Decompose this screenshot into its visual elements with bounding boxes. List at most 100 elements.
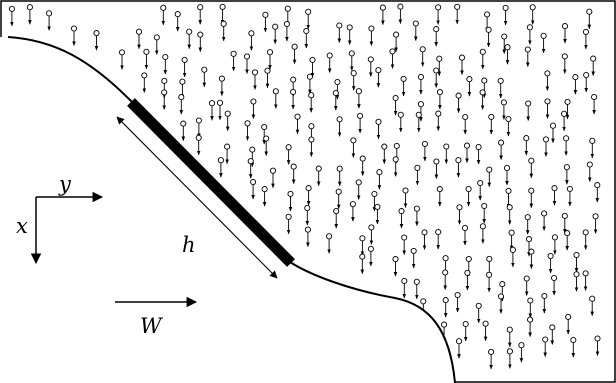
particle xyxy=(456,204,463,225)
particle-circle xyxy=(442,297,449,304)
particle-circle xyxy=(308,136,315,143)
particle xyxy=(454,291,461,313)
particle-circle xyxy=(326,233,333,240)
particle-circle xyxy=(398,208,405,215)
particle xyxy=(178,94,185,115)
particle-circle xyxy=(180,120,187,127)
particle-circle xyxy=(481,77,488,84)
particle-circle xyxy=(541,292,548,300)
particle-circle xyxy=(412,20,419,27)
particle-circle xyxy=(590,55,597,62)
particle xyxy=(333,208,340,229)
particle xyxy=(143,48,150,70)
particle xyxy=(421,229,428,250)
x-axis-label: x xyxy=(16,214,28,238)
particle xyxy=(570,336,577,358)
particle-circle xyxy=(304,204,311,212)
particle xyxy=(561,110,568,132)
particle-circle xyxy=(542,136,550,143)
particle xyxy=(458,54,466,76)
particle-circle xyxy=(502,4,509,11)
particle-circle xyxy=(376,169,383,176)
particle xyxy=(315,165,322,187)
particle-circle xyxy=(479,223,486,230)
particle xyxy=(413,278,420,300)
particle xyxy=(498,139,505,161)
particle xyxy=(290,88,297,110)
particle xyxy=(462,113,469,135)
particle-circle xyxy=(586,161,593,168)
particle xyxy=(481,77,488,99)
particle xyxy=(379,4,386,26)
particle xyxy=(475,143,482,165)
particle xyxy=(218,75,225,97)
particle-circle xyxy=(195,134,202,141)
particle-circle xyxy=(508,229,515,236)
particle xyxy=(508,229,515,251)
particle xyxy=(528,248,535,270)
particle xyxy=(481,202,488,224)
particle xyxy=(197,31,204,53)
particle-circle xyxy=(561,110,568,117)
particle xyxy=(285,213,292,235)
particle xyxy=(250,98,257,119)
particle-circle xyxy=(367,56,374,63)
particle xyxy=(528,157,535,179)
particle xyxy=(336,165,343,187)
particle-circle xyxy=(305,185,312,192)
particle xyxy=(583,71,590,93)
particle-circle xyxy=(186,28,193,35)
particle-circle xyxy=(524,46,531,53)
solid-region xyxy=(0,37,455,383)
particle xyxy=(463,142,471,164)
particle-circle xyxy=(287,190,294,197)
particle-circle xyxy=(178,94,185,101)
particle-circle xyxy=(544,98,551,105)
particle xyxy=(435,110,442,132)
particle-circle xyxy=(570,336,577,344)
particle-circle xyxy=(389,48,396,55)
particle xyxy=(488,113,495,135)
particle xyxy=(544,70,551,91)
particle-circle xyxy=(527,316,534,323)
particle-circle xyxy=(525,236,533,243)
particle xyxy=(161,89,168,110)
particle xyxy=(349,201,356,222)
particle xyxy=(551,185,558,206)
particle xyxy=(504,44,511,65)
particle-circle xyxy=(497,77,504,84)
particle-circle xyxy=(527,297,534,304)
particle-circle xyxy=(436,186,443,193)
particle-circle xyxy=(464,269,471,276)
particle-circle xyxy=(393,31,400,38)
particle-circle xyxy=(261,123,268,131)
particle-circle xyxy=(433,26,440,33)
particle xyxy=(8,5,15,27)
particle xyxy=(572,74,579,95)
particle xyxy=(348,50,355,71)
particle xyxy=(217,157,224,178)
particle xyxy=(455,92,462,114)
particle-circle xyxy=(540,32,547,39)
particle-circle xyxy=(305,8,312,15)
particle xyxy=(540,32,547,54)
particle xyxy=(346,24,353,45)
particle-circle xyxy=(475,143,482,151)
particle-circle xyxy=(244,120,251,127)
particle xyxy=(305,185,312,206)
particle-circle xyxy=(248,30,255,37)
particle xyxy=(332,89,339,111)
particle-circle xyxy=(566,185,573,192)
particle xyxy=(230,50,237,72)
particle xyxy=(269,167,277,189)
particle-circle xyxy=(201,66,208,73)
particle-circle xyxy=(375,67,382,74)
particle-circle xyxy=(368,224,375,231)
particle-circle xyxy=(141,72,148,79)
particle-circle xyxy=(564,230,571,237)
particle-circle xyxy=(528,157,535,164)
particle-circle xyxy=(484,11,491,18)
particle xyxy=(290,163,297,185)
particle xyxy=(485,26,492,48)
